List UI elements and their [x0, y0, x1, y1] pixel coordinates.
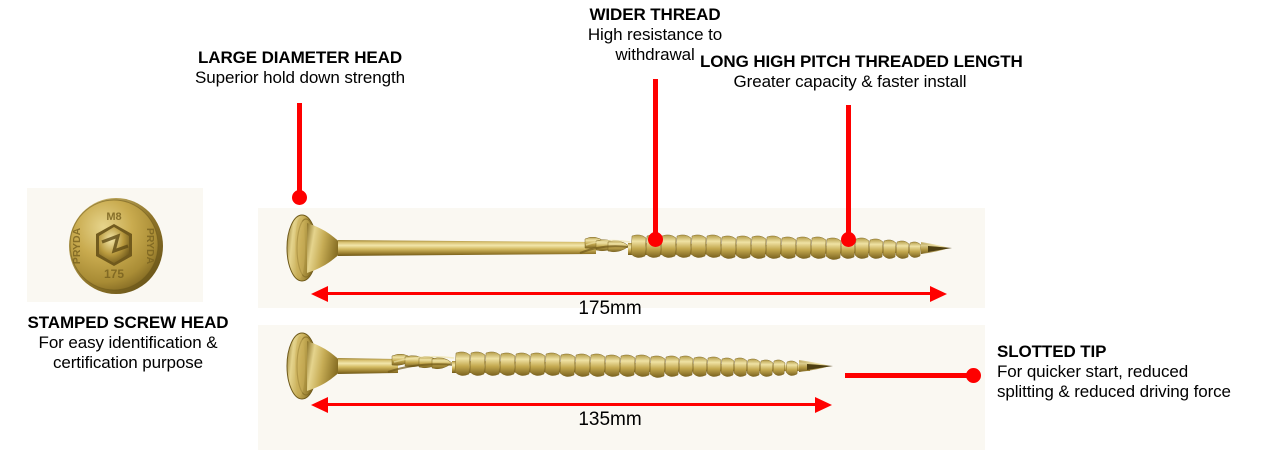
- callout-slotted-tip: SLOTTED TIP For quicker start, reduced s…: [997, 342, 1276, 402]
- dimension-arrowhead-right-135mm: [815, 397, 832, 413]
- leader-dot-long-high-pitch-threaded-length: [841, 232, 856, 247]
- dimension-line-135mm: [325, 403, 817, 406]
- screw-image-135mm: [286, 332, 833, 400]
- dimension-arrowhead-left-135mm: [311, 397, 328, 413]
- callout-wider-thread-subtext-line1: High resistance to: [587, 25, 723, 45]
- head-stamp-right: PRYDA: [144, 228, 156, 265]
- head-stamp-left: PRYDA: [71, 227, 83, 264]
- leader-dot-wider-thread: [648, 232, 663, 247]
- stamped-screw-head-image: M8 175 PRYDA PRYDA: [69, 198, 163, 294]
- callout-long-high-pitch-threaded-length-header: LONG HIGH PITCH THREADED LENGTH: [700, 52, 1023, 71]
- callout-wider-thread-header: WIDER THREAD: [589, 5, 721, 24]
- callout-stamped-screw-head-header: STAMPED SCREW HEAD: [27, 313, 229, 332]
- callout-slotted-tip-subtext-line2: splitting & reduced driving force: [997, 382, 1231, 402]
- screw-image-175mm: [286, 214, 952, 282]
- callout-stamped-screw-head: STAMPED SCREW HEAD For easy identificati…: [0, 313, 256, 373]
- callout-stamped-screw-head-subtext-line2: certification purpose: [52, 353, 204, 373]
- callout-stamped-screw-head-subtext-line1: For easy identification &: [38, 333, 218, 353]
- callout-large-diameter-head: LARGE DIAMETER HEAD Superior hold down s…: [155, 48, 445, 88]
- callout-long-high-pitch-threaded-length-subtext: Greater capacity & faster install: [733, 72, 967, 92]
- callout-slotted-tip-header: SLOTTED TIP: [997, 342, 1107, 361]
- leader-dot-large-diameter-head: [292, 190, 307, 205]
- callout-long-high-pitch-threaded-length: LONG HIGH PITCH THREADED LENGTH Greater …: [700, 52, 1023, 92]
- head-stamp-bottom: 175: [104, 267, 124, 281]
- callout-wider-thread-subtext-line2: withdrawal: [615, 45, 695, 65]
- leader-line-large-diameter-head: [297, 103, 302, 199]
- dimension-label-175mm: 175mm: [578, 298, 642, 319]
- dimension-line-175mm: [325, 292, 932, 295]
- dimension-arrowhead-left-175mm: [311, 286, 328, 302]
- callout-wider-thread: WIDER THREAD High resistance to withdraw…: [560, 5, 750, 65]
- dimension-label-135mm: 135mm: [578, 409, 642, 430]
- callout-large-diameter-head-header: LARGE DIAMETER HEAD: [198, 48, 402, 67]
- head-stamp-top: M8: [106, 211, 121, 223]
- callout-slotted-tip-subtext-line1: For quicker start, reduced: [997, 362, 1189, 382]
- leader-line-long-high-pitch-threaded-length: [846, 105, 851, 241]
- leader-line-wider-thread: [653, 79, 658, 241]
- leader-line-slotted-tip: [845, 373, 973, 378]
- callout-large-diameter-head-subtext: Superior hold down strength: [195, 68, 405, 88]
- screw-photo-backdrop-bottom: [258, 325, 985, 450]
- dimension-arrowhead-right-175mm: [930, 286, 947, 302]
- leader-dot-slotted-tip: [966, 368, 981, 383]
